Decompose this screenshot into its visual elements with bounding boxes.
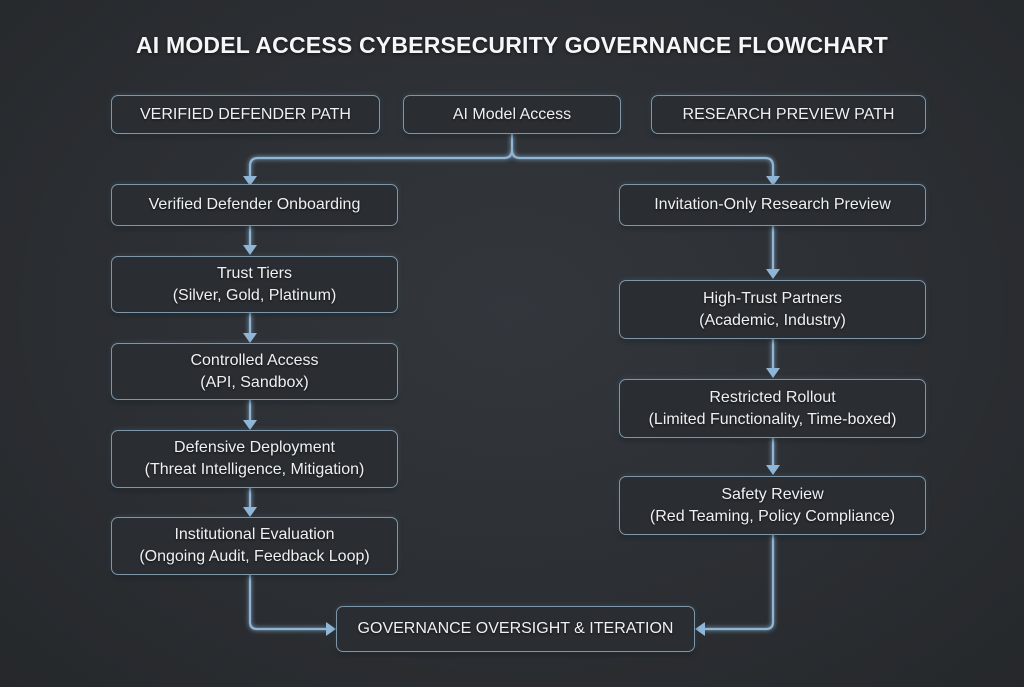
connector-left-final bbox=[248, 575, 328, 631]
header-label: RESEARCH PREVIEW PATH bbox=[682, 105, 895, 123]
node-safety-review: Safety Review (Red Teaming, Policy Compl… bbox=[619, 476, 926, 535]
header-label: VERIFIED DEFENDER PATH bbox=[140, 105, 351, 123]
arrowhead bbox=[766, 465, 780, 475]
header-label: AI Model Access bbox=[452, 105, 572, 123]
node-detail: (Red Teaming, Policy Compliance) bbox=[649, 507, 896, 525]
node-detail: (Ongoing Audit, Feedback Loop) bbox=[139, 548, 370, 565]
arrowhead bbox=[243, 245, 257, 255]
arrowhead bbox=[243, 420, 257, 430]
node-title: Institutional Evaluation bbox=[174, 526, 335, 543]
node-invitation-only-research-preview: Invitation-Only Research Preview bbox=[619, 184, 926, 226]
connector-split-right bbox=[510, 149, 775, 178]
node-governance-oversight: GOVERNANCE OVERSIGHT & ITERATION bbox=[336, 606, 695, 652]
node-detail: (Limited Functionality, Time-boxed) bbox=[648, 410, 897, 428]
node-detail: (Silver, Gold, Platinum) bbox=[172, 286, 337, 304]
node-restricted-rollout: Restricted Rollout (Limited Functionalit… bbox=[619, 379, 926, 438]
node-title: Verified Defender Onboarding bbox=[148, 196, 361, 213]
node-title: GOVERNANCE OVERSIGHT & ITERATION bbox=[357, 620, 674, 637]
arrowhead bbox=[766, 368, 780, 378]
node-title: Trust Tiers bbox=[217, 264, 292, 282]
node-verified-defender-onboarding: Verified Defender Onboarding bbox=[111, 184, 398, 226]
arrowhead bbox=[695, 622, 705, 636]
node-title: Safety Review bbox=[721, 485, 824, 503]
node-detail: (Threat Intelligence, Mitigation) bbox=[144, 461, 365, 478]
node-detail: (API, Sandbox) bbox=[200, 373, 309, 391]
arrowhead bbox=[326, 622, 336, 636]
page-title: AI MODEL ACCESS CYBERSECURITY GOVERNANCE… bbox=[135, 32, 888, 58]
connector-split bbox=[248, 133, 514, 178]
header-ai-model-access: AI Model Access bbox=[403, 95, 621, 134]
arrowhead bbox=[243, 176, 257, 186]
connector-right-final bbox=[703, 535, 775, 631]
node-trust-tiers: Trust Tiers (Silver, Gold, Platinum) bbox=[111, 256, 398, 313]
node-institutional-evaluation: Institutional Evaluation (Ongoing Audit,… bbox=[111, 517, 398, 575]
node-controlled-access: Controlled Access (API, Sandbox) bbox=[111, 343, 398, 400]
node-defensive-deployment: Defensive Deployment (Threat Intelligenc… bbox=[111, 430, 398, 488]
node-high-trust-partners: High-Trust Partners (Academic, Industry) bbox=[619, 280, 926, 339]
node-title: Restricted Rollout bbox=[709, 388, 836, 406]
node-title: Defensive Deployment bbox=[174, 439, 335, 456]
arrowhead bbox=[243, 507, 257, 517]
node-detail: (Academic, Industry) bbox=[699, 311, 846, 329]
header-verified-defender-path: VERIFIED DEFENDER PATH bbox=[111, 95, 380, 134]
arrowhead bbox=[766, 269, 780, 279]
node-title: Controlled Access bbox=[190, 351, 319, 369]
arrowhead bbox=[766, 176, 780, 186]
node-title: Invitation-Only Research Preview bbox=[654, 196, 891, 213]
arrowhead bbox=[243, 333, 257, 343]
header-research-preview-path: RESEARCH PREVIEW PATH bbox=[651, 95, 926, 134]
node-title: High-Trust Partners bbox=[703, 289, 842, 307]
